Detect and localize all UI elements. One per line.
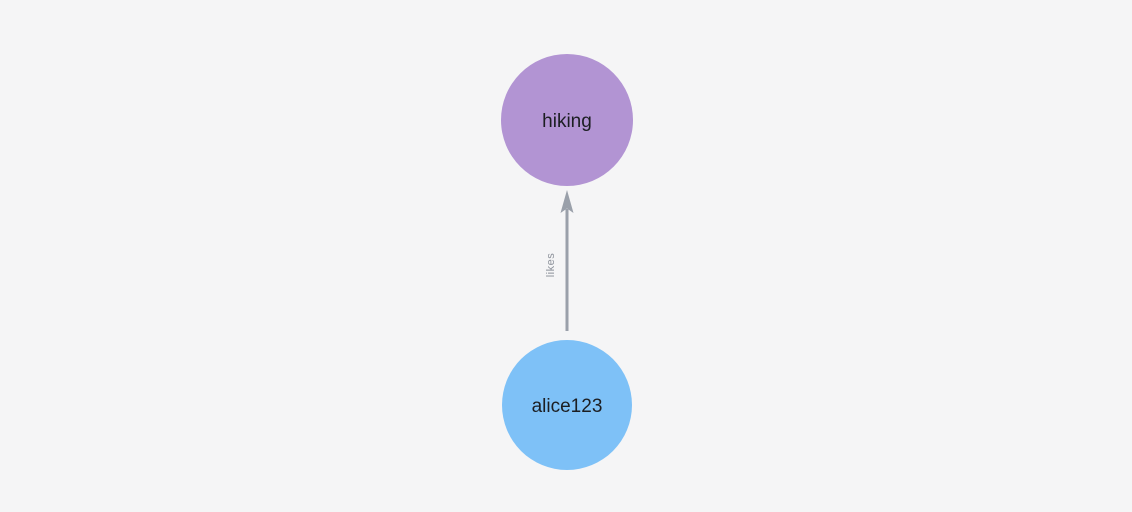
edge-arrowhead-icon [560,190,574,213]
node-alice123-label: alice123 [532,396,603,417]
node-alice123[interactable]: alice123 [502,340,632,470]
node-hiking[interactable]: hiking [501,54,633,186]
node-alice123-circle[interactable] [502,340,632,470]
node-hiking-circle[interactable] [501,54,633,186]
edge-alice123-likes-hiking[interactable]: likes [545,190,574,331]
edge-label: likes [545,253,557,278]
node-hiking-label: hiking [542,111,592,132]
